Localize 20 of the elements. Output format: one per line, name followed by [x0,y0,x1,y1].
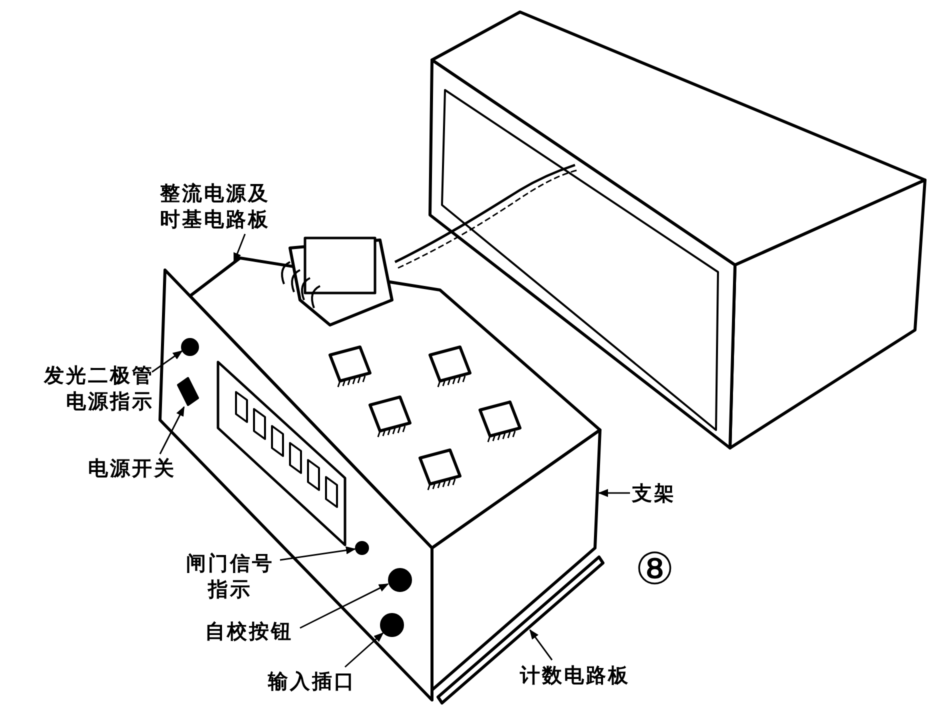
indicator-light [181,338,199,356]
part-label: 输入插口 [268,668,388,694]
power-switch [177,377,199,406]
leader-line [280,546,356,561]
part-label: 支架 [632,480,712,506]
part-label: 计数电路板 [520,662,660,688]
leader-line [344,632,384,668]
leader-line [598,489,630,497]
leader-line [300,583,389,629]
part-label: 自校按钮 [205,618,325,644]
part-label: 电源开关 [88,455,208,481]
part-label: 闸门信号指示 [180,550,280,602]
leader-line [159,406,185,454]
leader-line [529,629,553,660]
part-label: 发光二极管电源指示 [30,362,154,414]
leader-line [152,350,183,373]
leader-line [233,234,246,263]
indicator-light [355,541,369,555]
part-label: 整流电源及时基电路板 [160,180,285,232]
figure-number: ⑧ [635,545,674,595]
